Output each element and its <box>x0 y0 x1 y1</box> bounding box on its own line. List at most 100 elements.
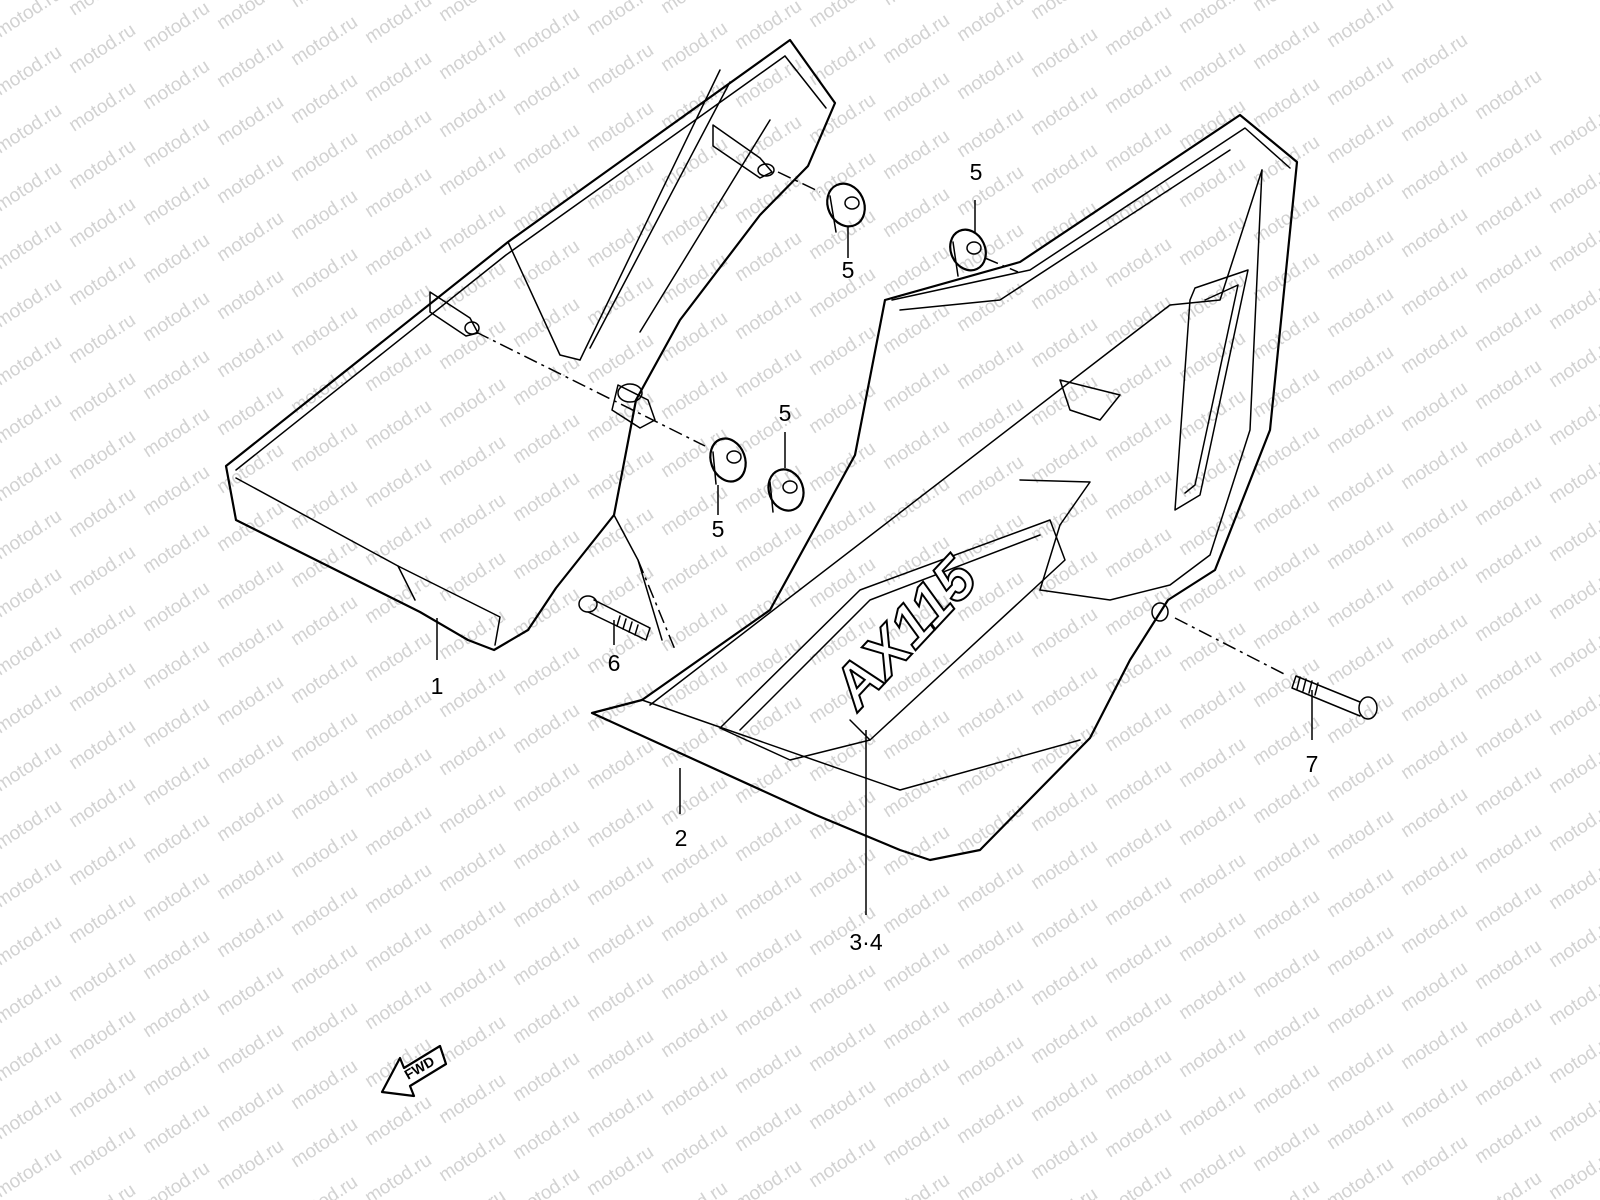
watermark-text: motod.ru <box>1397 610 1471 668</box>
watermark-text: motod.ru <box>1545 1088 1600 1146</box>
watermark-text: motod.ru <box>435 432 509 490</box>
watermark-text: motod.ru <box>509 526 583 584</box>
watermark-text: motod.ru <box>583 736 657 794</box>
watermark-text: motod.ru <box>65 0 139 20</box>
watermark-text: motod.ru <box>953 858 1027 916</box>
watermark-text: motod.ru <box>1175 850 1249 908</box>
watermark-text: motod.ru <box>139 752 213 810</box>
watermark-text: motod.ru <box>435 1012 509 1070</box>
watermark-text: motod.ru <box>879 1054 953 1112</box>
watermark-text: motod.ru <box>1323 1038 1397 1096</box>
watermark-text: motod.ru <box>1027 778 1101 836</box>
watermark-text: motod.ru <box>657 1004 731 1062</box>
watermark-text: motod.ru <box>213 208 287 266</box>
grommet-5a <box>826 182 866 233</box>
watermark-text: motod.ru <box>1101 930 1175 988</box>
watermark-text: motod.ru <box>1323 516 1397 574</box>
watermark-text: motod.ru <box>213 614 287 672</box>
watermark-text: motod.ru <box>805 148 879 206</box>
watermark-text: motod.ru <box>287 70 361 128</box>
watermark-text: motod.ru <box>139 694 213 752</box>
watermark-text: motod.ru <box>1323 284 1397 342</box>
watermark-text: motod.ru <box>1323 574 1397 632</box>
watermark-text: motod.ru <box>1249 0 1323 16</box>
watermark-text: motod.ru <box>657 656 731 714</box>
watermark-text: motod.ru <box>879 706 953 764</box>
watermark-text: motod.ru <box>0 796 66 854</box>
watermark-text: motod.ru <box>1397 1132 1471 1190</box>
watermark-text: motod.ru <box>287 1056 361 1114</box>
watermark-text: motod.ru <box>65 426 139 484</box>
watermark-text: motod.ru <box>435 896 509 954</box>
watermark-text: motod.ru <box>1249 770 1323 828</box>
watermark-text: motod.ru <box>805 1134 879 1192</box>
watermark-text: motod.ru <box>139 868 213 926</box>
watermark-text: motod.ru <box>361 222 435 280</box>
watermark-text: motod.ru <box>583 156 657 214</box>
watermark-text: motod.ru <box>879 184 953 242</box>
watermark-text: motod.ru <box>805 438 879 496</box>
watermark-text: motod.ru <box>0 332 66 390</box>
watermark-text: motod.ru <box>0 1086 66 1144</box>
watermark-text: motod.ru <box>213 904 287 962</box>
watermark-text: motod.ru <box>1397 552 1471 610</box>
watermark-text: motod.ru <box>435 1128 509 1186</box>
watermark-text: motod.ru <box>1101 408 1175 466</box>
watermark-text: motod.ru <box>1397 1074 1471 1132</box>
watermark-text: motod.ru <box>435 142 509 200</box>
watermark-text: motod.ru <box>435 838 509 896</box>
watermark-text: motod.ru <box>1175 618 1249 676</box>
watermark-text: motod.ru <box>213 382 287 440</box>
watermark-text: motod.ru <box>1027 24 1101 82</box>
watermark-text: motod.ru <box>1175 1024 1249 1082</box>
watermark-text: motod.ru <box>509 990 583 1048</box>
watermark-text: motod.ru <box>65 1122 139 1180</box>
watermark-text: motod.ru <box>139 172 213 230</box>
watermark-text: motod.ru <box>213 556 287 614</box>
watermark-text: motod.ru <box>1471 762 1545 820</box>
watermark-text: motod.ru <box>361 106 435 164</box>
watermark-text: motod.ru <box>0 970 66 1028</box>
watermark-text: motod.ru <box>657 366 731 424</box>
watermark-text: motod.ru <box>287 940 361 998</box>
watermark-text: motod.ru <box>509 932 583 990</box>
watermark-text: motod.ru <box>1323 632 1397 690</box>
watermark-text: motod.ru <box>435 490 509 548</box>
watermark-text: motod.ru <box>583 98 657 156</box>
watermark-text: motod.ru <box>583 504 657 562</box>
watermark-text: motod.ru <box>1249 538 1323 596</box>
watermark-text: motod.ru <box>1249 74 1323 132</box>
watermark-text: motod.ru <box>435 26 509 84</box>
watermark-text: motod.ru <box>65 1180 139 1200</box>
watermark-text: motod.ru <box>1323 168 1397 226</box>
watermark-text: motod.ru <box>1101 2 1175 60</box>
watermark-text: motod.ru <box>65 542 139 600</box>
watermark-text: motod.ru <box>1471 298 1545 356</box>
watermark-text: motod.ru <box>953 278 1027 336</box>
watermark-text: motod.ru <box>1175 1140 1249 1198</box>
watermark-text: motod.ru <box>1323 864 1397 922</box>
watermark-text: motod.ru <box>1249 16 1323 74</box>
watermark-text: motod.ru <box>509 120 583 178</box>
watermark-text: motod.ru <box>1471 124 1545 182</box>
watermark-text: motod.ru <box>1175 966 1249 1024</box>
watermark-text: motod.ru <box>213 0 287 34</box>
watermark-text: motod.ru <box>1101 234 1175 292</box>
watermark-text: motod.ru <box>1027 836 1101 894</box>
watermark-text: motod.ru <box>361 1150 435 1200</box>
watermark-text: motod.ru <box>879 416 953 474</box>
watermark-text: motod.ru <box>1101 524 1175 582</box>
watermark-text: motod.ru <box>435 780 509 838</box>
watermark-text: motod.ru <box>805 1076 879 1134</box>
watermark-text: motod.ru <box>1471 530 1545 588</box>
callout-labels: 1 2 3·4 5 5 5 5 6 7 <box>431 159 1319 955</box>
watermark-text: motod.ru <box>65 832 139 890</box>
watermark-text: motod.ru <box>139 636 213 694</box>
watermark-text: motod.ru <box>953 510 1027 568</box>
watermark-text: motod.ru <box>509 4 583 62</box>
watermark-text: motod.ru <box>805 728 879 786</box>
watermark-text: motod.ru <box>0 854 66 912</box>
watermark-text: motod.ru <box>287 824 361 882</box>
watermark-text: motod.ru <box>879 358 953 416</box>
watermark-text: motod.ru <box>1545 392 1600 450</box>
